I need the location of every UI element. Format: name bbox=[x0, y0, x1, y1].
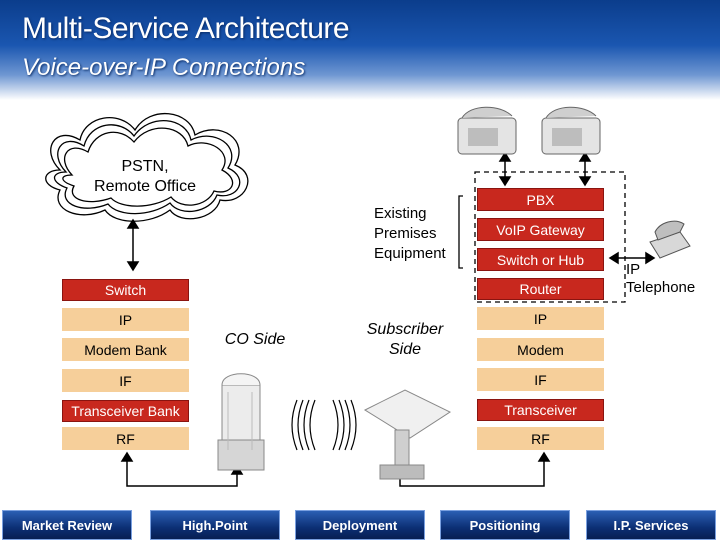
ip-telephone-icon bbox=[649, 220, 691, 259]
desk-phone-2-icon bbox=[541, 106, 601, 155]
page-title: Multi-Service Architecture bbox=[22, 12, 350, 45]
nav-highpoint[interactable]: High.Point bbox=[150, 510, 280, 540]
subscriber-antenna-icon bbox=[363, 389, 452, 480]
sub-router: Router bbox=[477, 278, 604, 300]
ip-telephone-line1: IP bbox=[626, 261, 641, 278]
subscriber-side-line2: Side bbox=[388, 341, 422, 358]
ip-telephone-label: IP Telephone bbox=[626, 261, 716, 297]
existing-line3: Equipment bbox=[374, 245, 446, 262]
sub-voip-gateway: VoIP Gateway bbox=[477, 218, 604, 241]
cloud-label-line2: Remote Office bbox=[94, 178, 196, 195]
premises-dashed-box bbox=[474, 171, 626, 303]
sub-modem: Modem bbox=[477, 338, 604, 361]
co-if: IF bbox=[62, 369, 189, 392]
co-rf: RF bbox=[62, 427, 189, 450]
base-station-icon bbox=[217, 373, 265, 471]
nav-deployment[interactable]: Deployment bbox=[295, 510, 425, 540]
nav-ip-services[interactable]: I.P. Services bbox=[586, 510, 716, 540]
cloud-arrow bbox=[126, 218, 140, 272]
rf-connector-lines bbox=[120, 451, 551, 487]
header-banner: Multi-Service Architecture Voice-over-IP… bbox=[0, 0, 720, 100]
ip-telephone-line2: Telephone bbox=[626, 279, 696, 296]
co-switch: Switch bbox=[62, 279, 189, 301]
radio-waves bbox=[291, 399, 357, 451]
co-ip: IP bbox=[62, 308, 189, 331]
co-transceiver-bank: Transceiver Bank bbox=[62, 400, 189, 422]
sub-pbx: PBX bbox=[477, 188, 604, 211]
cloud-shape bbox=[45, 113, 249, 222]
subscriber-side-label: Subscriber Side bbox=[350, 320, 460, 360]
telephone-arrow bbox=[608, 251, 656, 265]
existing-equipment-label: Existing Premises Equipment bbox=[360, 204, 470, 264]
subscriber-side-line1: Subscriber bbox=[366, 321, 444, 338]
page-subtitle: Voice-over-IP Connections bbox=[22, 54, 306, 81]
desk-phone-1-icon bbox=[457, 106, 517, 155]
nav-positioning[interactable]: Positioning bbox=[440, 510, 570, 540]
sub-ip: IP bbox=[477, 307, 604, 330]
cloud-label: PSTN, Remote Office bbox=[75, 157, 215, 197]
cloud-label-line1: PSTN, bbox=[121, 158, 169, 175]
sub-rf: RF bbox=[477, 427, 604, 450]
co-side-label: CO Side bbox=[224, 331, 286, 348]
sub-switch-or-hub: Switch or Hub bbox=[477, 248, 604, 271]
existing-line1: Existing bbox=[374, 205, 427, 222]
existing-bracket bbox=[458, 195, 463, 269]
sub-transceiver: Transceiver bbox=[477, 399, 604, 421]
existing-line2: Premises bbox=[374, 225, 437, 242]
co-modem-bank: Modem Bank bbox=[62, 338, 189, 361]
pbx-arrows bbox=[498, 151, 592, 187]
nav-market-review[interactable]: Market Review bbox=[2, 510, 132, 540]
sub-if: IF bbox=[477, 368, 604, 391]
